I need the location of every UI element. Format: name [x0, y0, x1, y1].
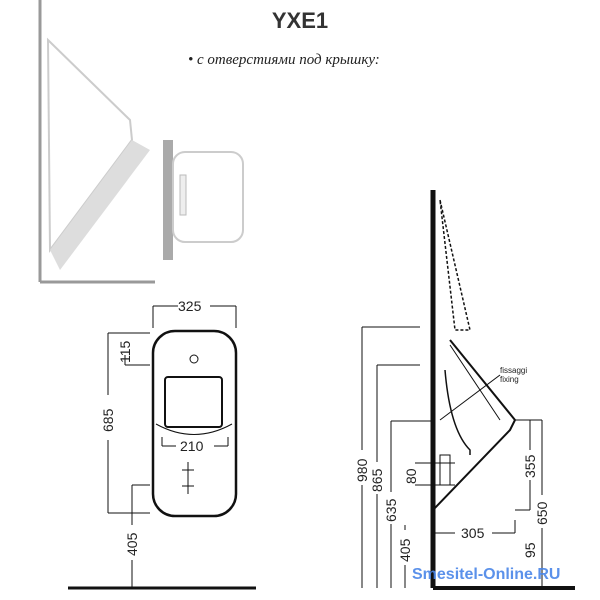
- subtitle: • с отверстиями под крышку:: [188, 52, 380, 68]
- dim-80: 80: [403, 468, 419, 484]
- dim-355: 355: [522, 454, 538, 478]
- side-view: [361, 190, 575, 590]
- page-title: YXE1: [271, 8, 329, 33]
- dim-635: 635: [383, 498, 399, 522]
- dim-top-hole: 115: [117, 340, 133, 363]
- fixing-label-en: fixing: [500, 375, 519, 384]
- front-view: [68, 305, 256, 590]
- dim-405: 405: [397, 538, 413, 562]
- dim-fixing-span: 210: [180, 438, 204, 454]
- product-photo: [38, 0, 244, 284]
- fixing-label-it: fissaggi: [500, 366, 527, 375]
- dim-height: 685: [100, 408, 116, 432]
- dim-width: 325: [178, 298, 202, 314]
- dim-floor-height: 405: [124, 532, 140, 556]
- dim-865: 865: [369, 468, 385, 492]
- dim-650: 650: [534, 501, 550, 525]
- dim-980: 980: [354, 458, 370, 482]
- dim-95: 95: [522, 542, 538, 558]
- watermark: Smesitel-Online.RU: [412, 566, 561, 583]
- dim-305: 305: [461, 525, 485, 541]
